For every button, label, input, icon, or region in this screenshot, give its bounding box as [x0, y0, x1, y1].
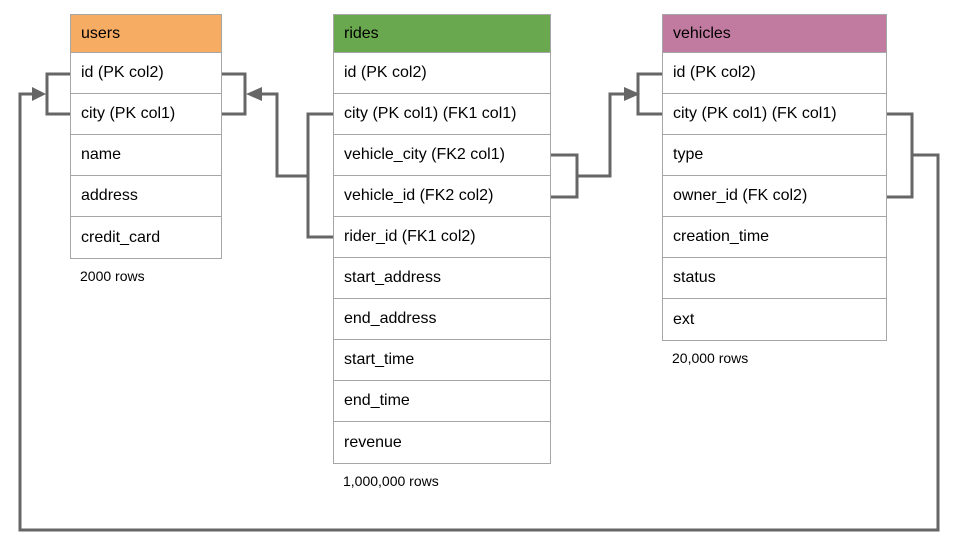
table-vehicles-rowcount: 20,000 rows — [672, 350, 749, 366]
table-rides-col-start-time: start_time — [334, 340, 550, 381]
table-vehicles-col-city: city (PK col1) (FK col1) — [663, 94, 886, 135]
fk1-arrowhead-icon — [246, 87, 262, 101]
table-rides-box: rides id (PK col2) city (PK col1) (FK1 c… — [333, 14, 551, 464]
table-rides-col-city: city (PK col1) (FK1 col1) — [334, 94, 550, 135]
table-users-header: users — [71, 15, 221, 53]
fk3-connector-line — [18, 92, 940, 532]
fk1-connector-line — [262, 92, 308, 178]
vehicles-right-bracket — [887, 112, 914, 199]
fk2-connector-line — [577, 92, 624, 178]
fk2-arrowhead-icon — [624, 87, 640, 101]
table-vehicles-header: vehicles — [663, 15, 886, 53]
table-vehicles-col-id: id (PK col2) — [663, 53, 886, 94]
table-vehicles-col-ext: ext — [663, 299, 886, 340]
table-rides-col-end-address: end_address — [334, 299, 550, 340]
table-rides-rowcount: 1,000,000 rows — [343, 473, 439, 489]
table-vehicles: vehicles id (PK col2) city (PK col1) (FK… — [662, 14, 887, 366]
table-vehicles-col-creation-time: creation_time — [663, 217, 886, 258]
table-users-col-name: name — [71, 135, 221, 176]
users-left-bracket — [45, 72, 70, 116]
table-vehicles-col-status: status — [663, 258, 886, 299]
fk3-arrowhead-icon — [32, 87, 46, 101]
vehicles-left-bracket — [636, 72, 662, 116]
table-rides-col-end-time: end_time — [334, 381, 550, 422]
table-users-col-credit-card: credit_card — [71, 217, 221, 258]
table-users: users id (PK col2) city (PK col1) name a… — [70, 14, 222, 284]
table-vehicles-col-type: type — [663, 135, 886, 176]
table-users-rowcount: 2000 rows — [80, 268, 145, 284]
table-rides-col-rider-id: rider_id (FK1 col2) — [334, 217, 550, 258]
rides-right-bracket — [551, 153, 579, 199]
table-vehicles-box: vehicles id (PK col2) city (PK col1) (FK… — [662, 14, 887, 341]
table-users-col-id: id (PK col2) — [71, 53, 221, 94]
table-rides-col-revenue: revenue — [334, 422, 550, 463]
table-users-col-address: address — [71, 176, 221, 217]
table-rides-col-vehicle-id: vehicle_id (FK2 col2) — [334, 176, 550, 217]
users-right-bracket — [222, 72, 247, 116]
rides-left-bracket — [306, 112, 333, 239]
table-rides: rides id (PK col2) city (PK col1) (FK1 c… — [333, 14, 551, 489]
table-rides-header: rides — [334, 15, 550, 53]
table-rides-col-start-address: start_address — [334, 258, 550, 299]
table-users-box: users id (PK col2) city (PK col1) name a… — [70, 14, 222, 259]
table-rides-col-vehicle-city: vehicle_city (FK2 col1) — [334, 135, 550, 176]
table-users-col-city: city (PK col1) — [71, 94, 221, 135]
table-vehicles-col-owner-id: owner_id (FK col2) — [663, 176, 886, 217]
table-rides-col-id: id (PK col2) — [334, 53, 550, 94]
